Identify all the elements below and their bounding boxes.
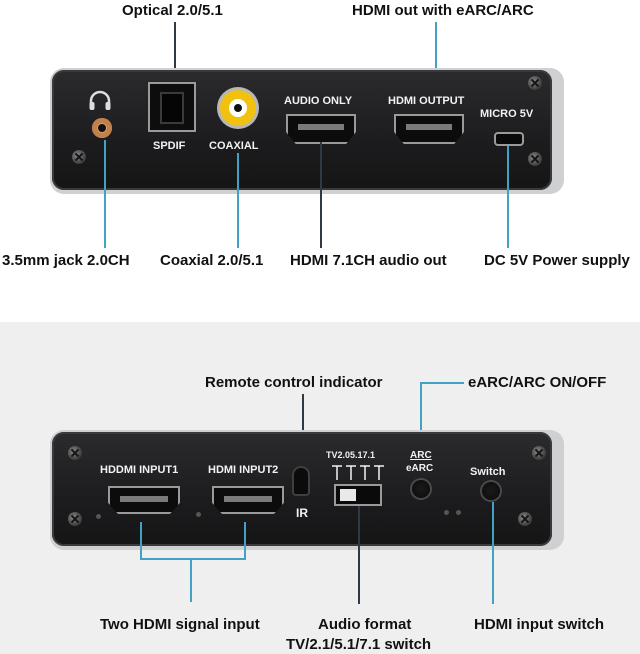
screw-icon bbox=[72, 150, 86, 164]
audio-format-switch[interactable] bbox=[336, 486, 380, 504]
leader-earc-toggle bbox=[420, 382, 422, 468]
hdmi-output-port bbox=[394, 114, 464, 144]
label-ir: IR bbox=[296, 506, 308, 520]
screw-icon bbox=[68, 512, 82, 526]
label-input1: HDDMI INPUT1 bbox=[100, 464, 179, 476]
callout-jack: 3.5mm jack 2.0CH bbox=[2, 252, 130, 269]
coaxial-port bbox=[220, 90, 256, 126]
callout-coaxial: Coaxial 2.0/5.1 bbox=[160, 252, 264, 269]
leader-two-hdmi-b bbox=[244, 522, 246, 560]
label-audio-only: AUDIO ONLY bbox=[284, 95, 353, 107]
optical-port bbox=[148, 82, 196, 132]
mode-ticks-icon bbox=[332, 465, 384, 480]
label-hdmi-output: HDMI OUTPUT bbox=[388, 95, 465, 107]
hdmi-audio-port bbox=[286, 114, 356, 144]
callout-dc5v: DC 5V Power supply bbox=[484, 252, 630, 269]
leader-earc-toggle-h bbox=[420, 382, 464, 384]
audio-jack-port bbox=[92, 118, 112, 138]
callout-optical: Optical 2.0/5.1 bbox=[122, 2, 223, 19]
callout-remote: Remote control indicator bbox=[205, 374, 383, 391]
screw-icon bbox=[528, 152, 542, 166]
label-micro5v: MICRO 5V bbox=[480, 108, 534, 120]
hdmi-input1-port bbox=[108, 486, 180, 514]
callout-hdmi71: HDMI 7.1CH audio out bbox=[290, 252, 447, 269]
leader-input-switch bbox=[492, 502, 494, 604]
leader-hdmi-earc bbox=[435, 22, 437, 94]
led-dot bbox=[456, 510, 461, 515]
screw-icon bbox=[532, 446, 546, 460]
led-dot bbox=[444, 510, 449, 515]
leader-two-hdmi-h bbox=[140, 558, 246, 560]
screw-icon bbox=[518, 512, 532, 526]
input-switch-button[interactable] bbox=[482, 482, 500, 500]
hole-dot bbox=[96, 514, 101, 519]
leader-audio-format bbox=[358, 506, 360, 604]
label-arc: ARC bbox=[410, 450, 432, 461]
leader-coaxial bbox=[237, 153, 239, 248]
callout-input-switch: HDMI input switch bbox=[474, 616, 604, 633]
screw-icon bbox=[68, 446, 82, 460]
callout-two-hdmi: Two HDMI signal input bbox=[100, 616, 260, 633]
ir-receiver bbox=[294, 468, 308, 494]
leader-optical bbox=[174, 22, 176, 78]
label-earc: eARC bbox=[406, 463, 434, 474]
earc-toggle-button[interactable] bbox=[412, 480, 430, 498]
label-tv-modes: TV2.05.17.1 bbox=[326, 450, 376, 460]
callout-hdmi-earc: HDMI out with eARC/ARC bbox=[352, 2, 534, 19]
headphones-icon bbox=[89, 90, 111, 110]
micro-usb-port bbox=[494, 132, 524, 146]
top-product-panel: Optical 2.0/5.1 HDMI out with eARC/ARC S… bbox=[0, 0, 640, 300]
callout-audio-format-1: Audio format bbox=[318, 616, 412, 633]
hole-dot bbox=[196, 512, 201, 517]
label-spdif: SPDIF bbox=[153, 140, 186, 152]
leader-two-hdmi-v bbox=[190, 558, 192, 602]
label-switch: Switch bbox=[470, 466, 506, 478]
label-input2: HDMI INPUT2 bbox=[208, 464, 279, 476]
hdmi-input2-port bbox=[212, 486, 284, 514]
bottom-product-panel: Remote control indicator eARC/ARC ON/OFF… bbox=[0, 322, 640, 654]
leader-jack bbox=[104, 140, 106, 248]
leader-remote bbox=[302, 394, 304, 464]
callout-earc-toggle: eARC/ARC ON/OFF bbox=[468, 374, 607, 391]
screw-icon bbox=[528, 76, 542, 90]
label-coaxial: COAXIAL bbox=[209, 140, 259, 152]
leader-two-hdmi-a bbox=[140, 522, 142, 560]
callout-audio-format-2: TV/2.1/5.1/7.1 switch bbox=[286, 636, 432, 653]
leader-hdmi71 bbox=[320, 142, 322, 248]
leader-dc5v bbox=[507, 146, 509, 248]
